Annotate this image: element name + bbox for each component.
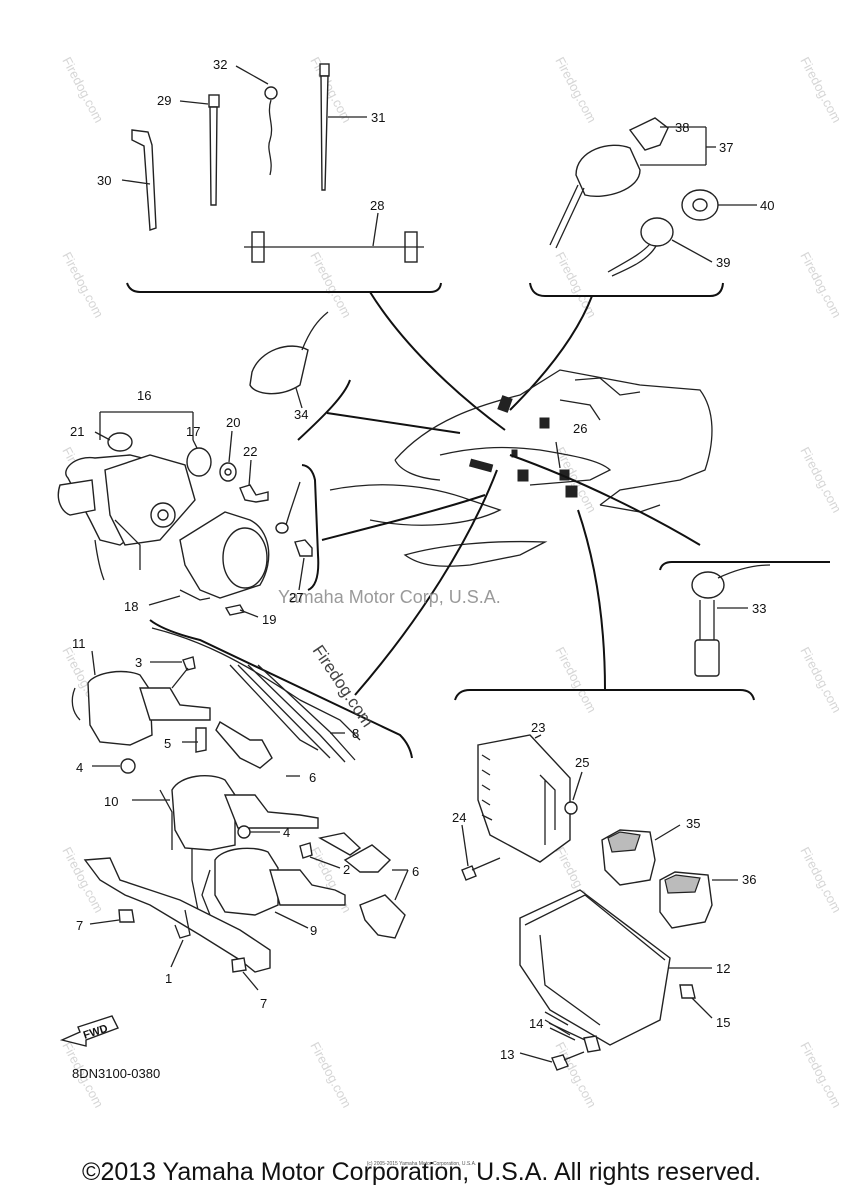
callout-6a: 6 [309,770,316,785]
watermark-text: Firedog.com [307,54,354,125]
callout-39: 39 [716,255,730,270]
callout-33: 33 [752,601,766,616]
watermark-text: Firedog.com [797,644,843,715]
callout-22: 22 [243,444,257,459]
watermark-text: Firedog.com [552,644,599,715]
watermark-text: Firedog.com [307,249,354,320]
callout-6b: 6 [412,864,419,879]
callout-17: 17 [186,424,200,439]
callout-19: 19 [262,612,276,627]
kill-switch-group [659,561,830,677]
capacitor-group [249,311,461,441]
watermark-text: Firedog.com [797,54,843,125]
cable-ties-group [121,63,442,293]
callout-32: 32 [213,57,227,72]
callout-4b: 4 [283,825,290,840]
ignition-coil-group [71,619,413,991]
diagram-code: 8DN3100-0380 [72,1066,160,1081]
callout-25: 25 [575,755,589,770]
footer-copyright: ©2013 Yamaha Motor Corporation, U.S.A. A… [82,1158,761,1186]
callout-labels: 1 2 3 4 4 5 6 6 7 7 8 9 10 11 12 13 14 1… [70,57,774,1062]
leader-line [321,494,486,541]
watermark-text: Firedog.com [307,1039,354,1110]
watermark-text: Firedog.com [797,444,843,515]
callout-4a: 4 [76,760,83,775]
callout-1: 1 [165,971,172,986]
callout-9: 9 [310,923,317,938]
callout-34: 34 [294,407,308,422]
callout-30: 30 [97,173,111,188]
leader-line [577,509,606,691]
callout-29: 29 [157,93,171,108]
throttle-assembly-group [57,411,320,618]
callout-7b: 7 [260,996,267,1011]
callout-16: 16 [137,388,151,403]
callout-7a: 7 [76,918,83,933]
tiny-copyright: (c) 2005-2015 Yamaha Motor Corporation, … [366,1161,477,1167]
watermark-text: Firedog.com [59,54,106,125]
yamaha-watermark: Yamaha Motor Corp, U.S.A. [278,587,501,607]
callout-15: 15 [716,1015,730,1030]
callout-12: 12 [716,961,730,976]
callout-26: 26 [573,421,587,436]
watermark-text: Firedog.com [797,844,843,915]
callout-37: 37 [719,140,733,155]
vehicle-outline [329,369,713,567]
watermark-text: Firedog.com [59,249,106,320]
watermark-text: Firedog.com [552,249,599,320]
watermark-layer: Firedog.com Firedog.com Firedog.com Fire… [59,54,843,1110]
callout-38: 38 [675,120,689,135]
callout-31: 31 [371,110,385,125]
callout-11: 11 [72,636,86,651]
callout-10: 10 [104,794,118,809]
watermark-text: Firedog.com [552,54,599,125]
callout-2: 2 [343,862,350,877]
callout-13: 13 [500,1047,514,1062]
callout-23: 23 [531,720,545,735]
callout-14: 14 [529,1016,543,1031]
watermark-text: Firedog.com [552,444,599,515]
callout-18: 18 [124,599,138,614]
leader-line [509,295,593,411]
main-switch-group [529,117,757,297]
watermark-text: Firedog.com [797,1039,843,1110]
cdi-regulator-group [454,689,755,1071]
callout-36: 36 [742,872,756,887]
callout-24: 24 [452,810,466,825]
firedog-watermark-center: Firedog.com [309,642,378,731]
leader-line [369,291,506,431]
callout-20: 20 [226,415,240,430]
callout-35: 35 [686,816,700,831]
callout-5: 5 [164,736,171,751]
callout-8: 8 [352,726,359,741]
leader-line [509,454,701,546]
watermark-text: Firedog.com [797,249,843,320]
leader-line [354,469,498,696]
callout-27: 27 [289,590,303,605]
callout-28: 28 [370,198,384,213]
callout-21: 21 [70,424,84,439]
fwd-arrow-icon: FWD [59,1015,119,1047]
callout-3: 3 [135,655,142,670]
callout-40: 40 [760,198,774,213]
